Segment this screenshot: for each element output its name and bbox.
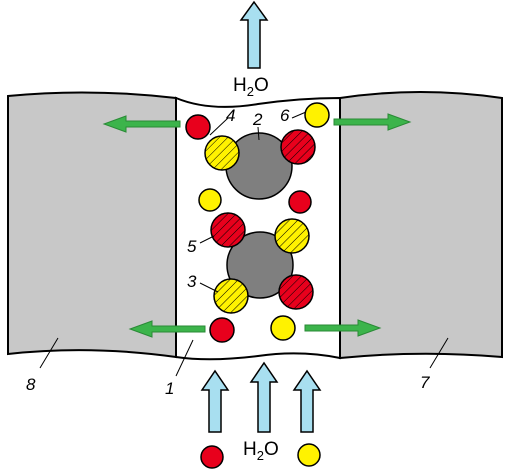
yellow-ion-bottom-channel	[270, 315, 296, 341]
gray-core-lower	[226, 231, 294, 299]
leader-7	[429, 337, 449, 369]
ion-arrow-bottom-left	[128, 320, 206, 338]
label-5: 5	[187, 237, 197, 256]
yellow-ion-outside	[297, 443, 321, 467]
hydrated-yellow-ion-lower-left	[213, 278, 249, 314]
ion-arrow-top-right	[333, 113, 412, 131]
ion-arrow-top-left	[102, 115, 181, 133]
yellow-ion-top	[304, 102, 330, 128]
label-1: 1	[165, 379, 174, 398]
hydrated-yellow-ion-lower-right	[274, 218, 310, 254]
hydrated-red-ion-upper	[280, 129, 316, 165]
leader-5	[199, 235, 215, 244]
water-arrow-in-1	[200, 369, 230, 433]
water-label-top: H2O	[233, 75, 269, 99]
right-membrane	[339, 91, 503, 360]
water-label-bottom: H2O	[243, 439, 279, 463]
label-8: 8	[26, 375, 36, 394]
label-2: 2	[252, 110, 263, 129]
ion-arrow-bottom-right	[304, 319, 382, 337]
hydrated-red-ion-lower-right	[278, 274, 314, 310]
hydrated-red-ion-lower-left	[210, 212, 246, 248]
label-7: 7	[420, 373, 430, 392]
red-ion-outside	[200, 445, 224, 469]
red-ion-middle	[288, 190, 312, 214]
leader-1	[175, 339, 194, 377]
leader-2	[257, 126, 260, 141]
leader-6	[291, 111, 307, 119]
leader-3	[199, 282, 219, 293]
water-arrow-in-3	[292, 369, 322, 433]
yellow-ion-middle	[198, 188, 222, 212]
leader-8	[39, 337, 59, 369]
label-6: 6	[280, 106, 290, 125]
red-ion-top	[185, 114, 211, 140]
label-4: 4	[226, 106, 235, 125]
hydrated-yellow-ion-upper	[204, 135, 240, 171]
water-arrow-up	[239, 0, 269, 69]
label-3: 3	[187, 272, 197, 291]
leader-4	[209, 117, 229, 136]
red-ion-bottom-channel	[209, 317, 235, 343]
water-arrow-in-2	[249, 361, 279, 433]
left-membrane	[7, 91, 177, 359]
